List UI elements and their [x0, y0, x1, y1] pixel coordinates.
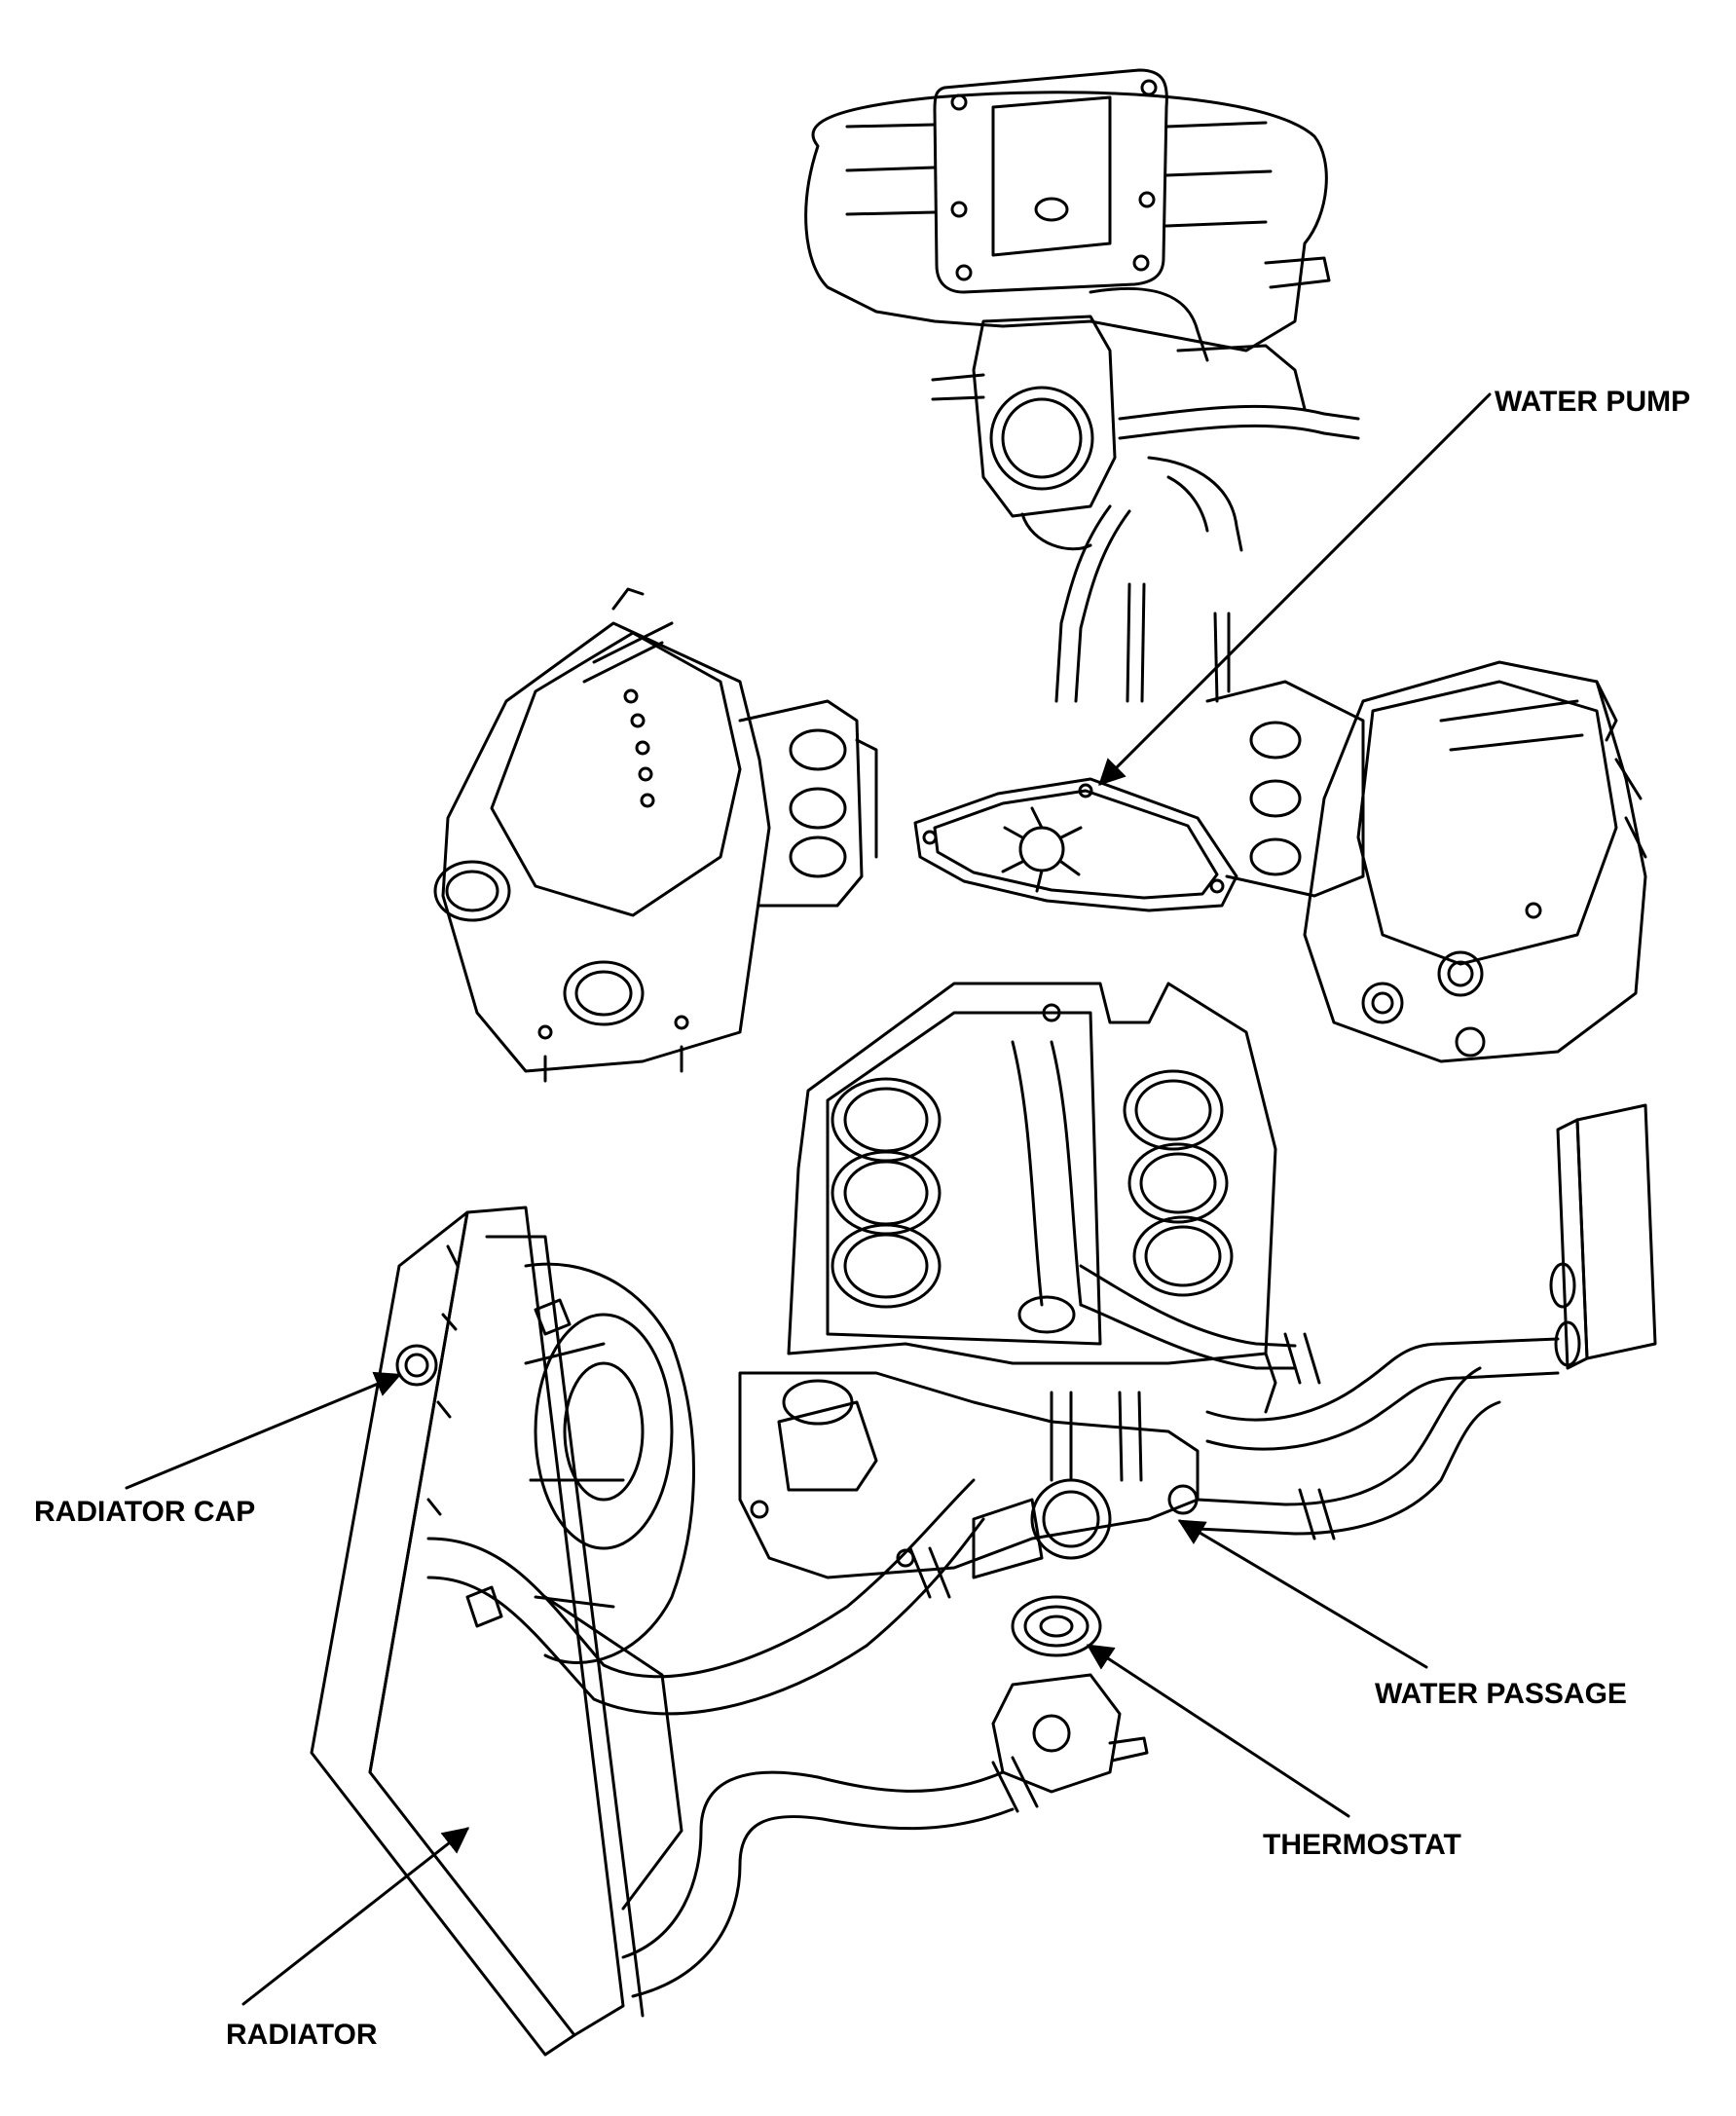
- right-cylinder-head: [1205, 612, 1647, 1063]
- heater-core: [1549, 1103, 1657, 1370]
- radiator-cap-label: RADIATOR CAP: [34, 1496, 256, 1528]
- coolant-hoses: [426, 1264, 1560, 1998]
- radiator-cap-leader: [125, 1371, 402, 1490]
- thermostat-label: THERMOSTAT: [1263, 1829, 1461, 1861]
- radiator-assembly: [310, 1206, 695, 2057]
- left-cylinder-head: [433, 587, 878, 1083]
- water-passage-leader: [1177, 1519, 1428, 1669]
- radiator-label: RADIATOR: [226, 2019, 378, 2051]
- water-pump-leader: [1098, 392, 1492, 786]
- intake-manifold: [804, 68, 1360, 703]
- engine-block: [787, 982, 1277, 1414]
- leader-lines: [125, 392, 1492, 2006]
- water-pump: [913, 777, 1238, 912]
- thermostat-parts: [991, 1595, 1149, 1794]
- radiator-leader: [241, 1827, 470, 2006]
- water-passage-assembly: [738, 1371, 1200, 1579]
- thermostat-leader: [1086, 1644, 1350, 1818]
- water-passage-label: WATER PASSAGE: [1375, 1678, 1627, 1710]
- water-pump-label: WATER PUMP: [1495, 386, 1691, 418]
